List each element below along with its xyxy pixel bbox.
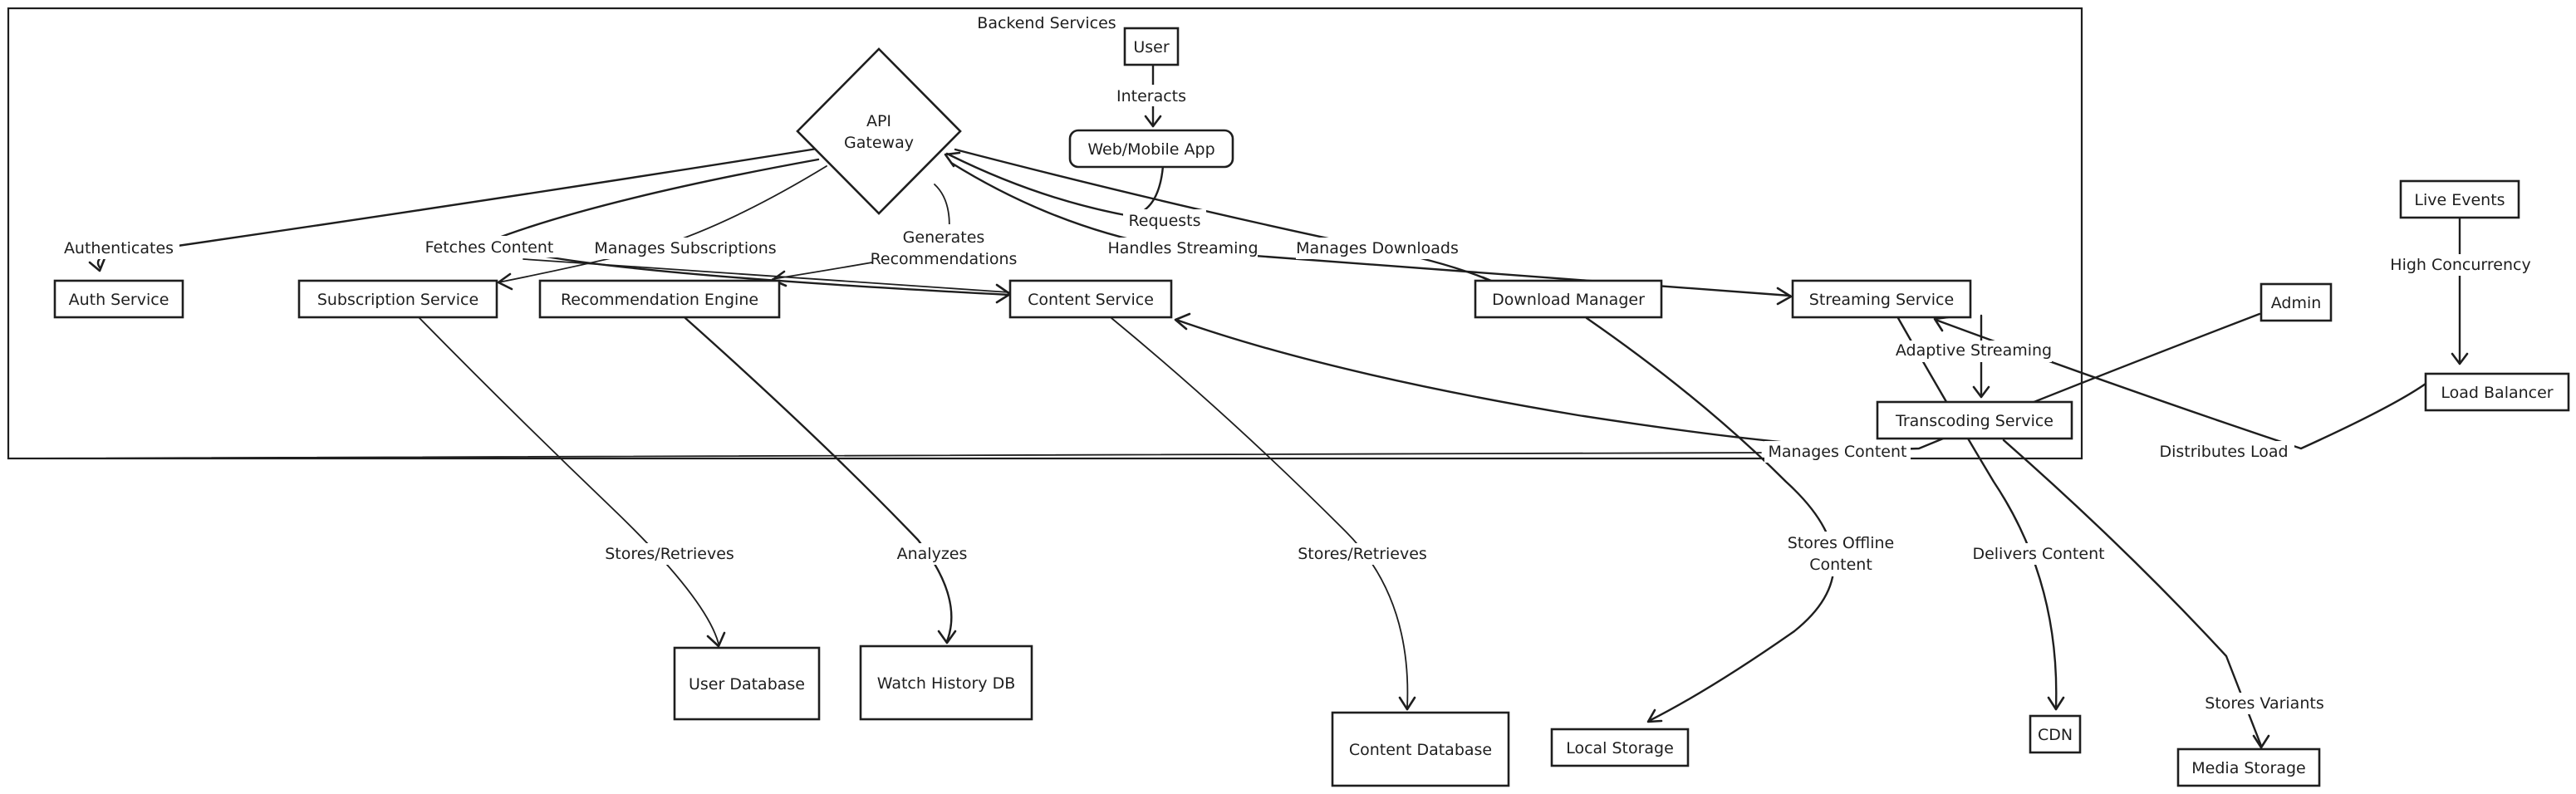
node-user-database-label: User Database (689, 675, 805, 694)
edge-manages-content (1175, 312, 2261, 450)
node-cdn[interactable] (2029, 714, 2082, 754)
backend-services-group (7, 7, 2083, 460)
label-stores-retrieves-content: Stores/Retrieves (1298, 545, 1427, 563)
edge-stores-variants-arrow (2252, 734, 2270, 749)
backend-services-title: Backend Services (977, 14, 1116, 32)
node-content-service-label: Content Service (1028, 291, 1154, 309)
node-streaming-service-label: Streaming Service (1809, 291, 1954, 309)
edge-delivers-content-arrow (2047, 696, 2065, 711)
label-interacts: Interacts (1116, 87, 1186, 105)
label-distributes-load: Distributes Load (2159, 443, 2288, 461)
edge-analyzes-arrow (937, 630, 957, 645)
edge-manages-content-arrow (1174, 312, 1191, 331)
label-authenticates: Authenticates (64, 239, 174, 257)
label-requests: Requests (1128, 212, 1200, 230)
label-generates-recommendations-line2: Recommendations (871, 250, 1018, 268)
edge-stores-retrieves-content (1111, 317, 1409, 708)
edge-handles-streaming-arrow (1776, 287, 1793, 306)
edge-labels: Interacts Requests Authenticates Fetches… (58, 85, 2532, 714)
node-load-balancer-label: Load Balancer (2441, 384, 2553, 402)
node-media-storage-label: Media Storage (2191, 759, 2305, 777)
node-auth-service-label: Auth Service (69, 291, 169, 309)
node-local-storage-label: Local Storage (1566, 739, 1674, 757)
node-user-label: User (1133, 38, 1169, 56)
edge-manages-downloads (954, 148, 1497, 284)
node-web-mobile-app-label: Web/Mobile App (1087, 140, 1214, 159)
node-api-gateway[interactable] (796, 47, 962, 215)
label-high-concurrency: High Concurrency (2390, 256, 2530, 274)
label-stores-variants: Stores Variants (2205, 694, 2323, 713)
node-user-database[interactable] (673, 646, 821, 721)
edge-stores-retrieves-users-arrow (706, 631, 726, 648)
edge-high-concurrency-arrow (2451, 352, 2469, 365)
node-content-database-label: Content Database (1349, 741, 1492, 759)
node-recommendation-engine-label: Recommendation Engine (561, 291, 758, 309)
node-subscription-service[interactable] (297, 279, 498, 319)
label-analyzes: Analyzes (897, 545, 968, 563)
node-live-events[interactable] (2399, 179, 2520, 219)
node-local-storage[interactable] (1550, 728, 1690, 767)
node-watch-history-db-label: Watch History DB (877, 674, 1016, 693)
node-auth-service[interactable] (53, 279, 184, 319)
node-recommendation-engine[interactable] (538, 279, 781, 319)
node-watch-history-db[interactable] (859, 645, 1033, 721)
label-manages-content: Manages Content (1769, 443, 1907, 461)
node-admin[interactable] (2260, 282, 2333, 322)
node-transcoding-service-label: Transcoding Service (1895, 412, 2053, 430)
label-fetches-content: Fetches Content (425, 238, 554, 257)
node-api-gateway-label-line1: API (866, 112, 891, 130)
edge-stores-variants (2002, 439, 2263, 747)
label-adaptive-streaming: Adaptive Streaming (1896, 341, 2052, 360)
edge-authenticates-arrow (88, 257, 106, 272)
node-download-manager[interactable] (1474, 279, 1663, 319)
label-manages-downloads: Manages Downloads (1296, 239, 1459, 257)
node-cdn-label: CDN (2038, 726, 2073, 744)
node-user[interactable] (1123, 27, 1180, 66)
edge-analyzes (684, 316, 953, 643)
node-content-database[interactable] (1331, 711, 1510, 787)
label-stores-offline-content-line2: Content (1809, 556, 1872, 574)
edge-interacts-arrow (1144, 115, 1162, 128)
edge-manages-content-sweep (7, 452, 1762, 459)
node-admin-label: Admin (2271, 294, 2322, 312)
node-media-storage[interactable] (2176, 747, 2321, 787)
nodes: User Web/Mobile App API Gateway Auth Ser… (53, 27, 2570, 787)
node-web-mobile-app[interactable] (1068, 129, 1234, 169)
label-delivers-content: Delivers Content (1972, 545, 2104, 563)
node-download-manager-label: Download Manager (1492, 291, 1645, 309)
edge-stores-retrieves-users (419, 317, 719, 645)
edge-requests (945, 152, 1165, 218)
node-transcoding-service[interactable] (1876, 400, 2073, 440)
node-subscription-service-label: Subscription Service (317, 291, 478, 309)
edge-adaptive-streaming-arrow (1972, 385, 1990, 399)
node-api-gateway-label-line2: Gateway (844, 134, 914, 152)
node-live-events-label: Live Events (2414, 191, 2505, 209)
label-stores-retrieves-users: Stores/Retrieves (605, 545, 734, 563)
node-streaming-service[interactable] (1791, 279, 1972, 319)
edge-stores-retrieves-content-arrow (1398, 696, 1416, 711)
label-generates-recommendations-line1: Generates (903, 228, 985, 247)
edge-manages-subscriptions (498, 165, 827, 283)
edge-handles-streaming (949, 161, 1792, 297)
label-handles-streaming: Handles Streaming (1107, 239, 1258, 257)
label-manages-subscriptions: Manages Subscriptions (594, 239, 776, 257)
edge-manages-subscriptions-arrow (497, 272, 513, 291)
node-load-balancer[interactable] (2424, 372, 2570, 412)
edge-stores-offline-content (1585, 316, 1835, 723)
edge-delivers-content (1896, 316, 2058, 709)
edge-stores-offline-content-arrow (1646, 708, 1663, 723)
node-content-service[interactable] (1008, 279, 1173, 319)
edges (7, 63, 2469, 749)
label-stores-offline-content-line1: Stores Offline (1788, 534, 1895, 552)
